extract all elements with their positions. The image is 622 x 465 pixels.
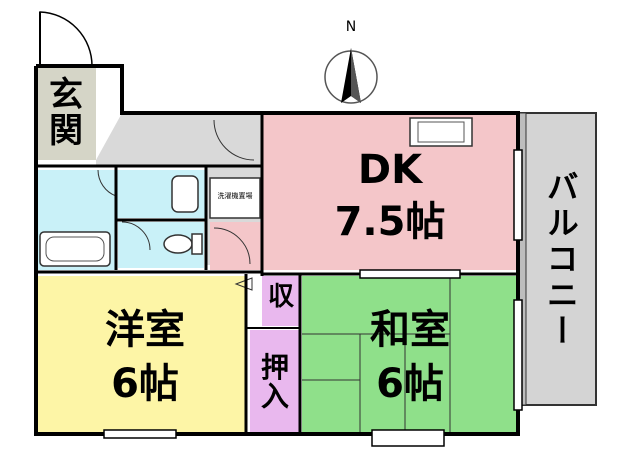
room-door-arrow <box>234 277 253 291</box>
bath-door-swing <box>97 169 117 197</box>
dk-name-label: DK <box>357 147 423 193</box>
walls <box>34 64 520 436</box>
youshitsu-size-label: 6帖 <box>111 361 179 407</box>
bathtub <box>39 231 111 267</box>
washitsu-name-label: 和室 <box>370 307 450 353</box>
toilet-tank <box>191 233 203 255</box>
kitchen-sink <box>409 117 473 147</box>
windows <box>103 149 523 447</box>
shuunou-label: 収 <box>267 282 294 312</box>
wash-basin <box>171 175 199 213</box>
dk-area <box>262 113 518 270</box>
oshiire-label: 押入 <box>250 334 300 430</box>
balcony-label: バルコニー <box>530 140 590 380</box>
genkan-text: 玄関 <box>49 75 83 151</box>
washer-spot <box>209 177 261 219</box>
toilet-bowl <box>163 234 193 254</box>
genkan-area <box>36 66 96 160</box>
washer-label: 洗濯機置場 <box>217 192 253 200</box>
hall-door-swing <box>213 119 255 161</box>
compass-icon <box>324 48 378 104</box>
kitchen-sink-basin <box>417 121 465 143</box>
bathtub-inner <box>45 236 105 262</box>
dk-door-swing <box>213 227 251 265</box>
youshitsu-area <box>36 276 246 434</box>
balcony-text: バルコニー <box>541 170 580 350</box>
genkan-label: 玄関 <box>36 70 96 158</box>
oshiire-text: 押入 <box>260 350 289 413</box>
entrance-door-swing <box>39 11 93 67</box>
washitsu-size-label: 6帖 <box>376 361 444 407</box>
compass-north-label: N <box>345 19 357 35</box>
balcony-area <box>517 112 597 406</box>
shuunou-area <box>262 276 300 326</box>
tatami-lines <box>302 276 451 434</box>
youshitsu-name-label: 洋室 <box>105 307 185 353</box>
toilet-door-swing <box>121 221 151 251</box>
dk-size-label: 7.5帖 <box>334 199 446 245</box>
hallway-area <box>96 113 262 165</box>
dk-lower <box>210 222 262 270</box>
washitsu-area <box>302 276 518 434</box>
oshiire-area <box>250 330 300 434</box>
